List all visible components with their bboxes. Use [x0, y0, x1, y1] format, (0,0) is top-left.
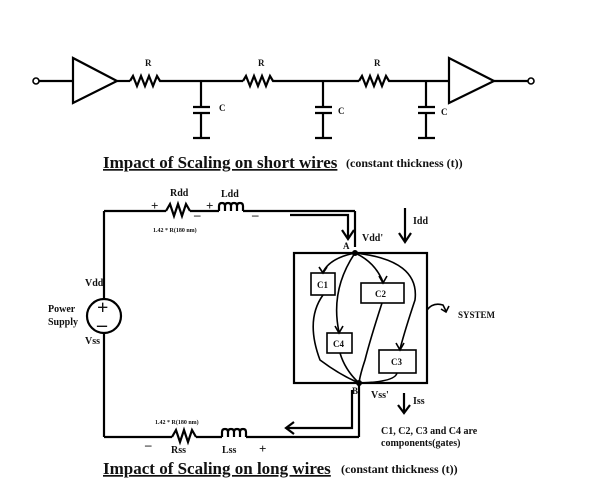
rss-resistor	[171, 426, 197, 446]
ldd-minus: –	[251, 207, 259, 222]
node-a-label: A	[343, 241, 350, 251]
resistor-2-label: R	[258, 58, 265, 68]
iss-label: Iss	[413, 396, 425, 407]
component-c3	[378, 349, 417, 374]
ldd-inductor	[217, 201, 245, 211]
capacitor-3-label: C	[441, 107, 448, 117]
capacitor-1-label: C	[219, 103, 226, 113]
components-note-line-1: C1, C2, C3 and C4 are	[381, 426, 478, 437]
power-supply-minus: –	[96, 314, 108, 336]
system-label: SYSTEM	[458, 310, 496, 320]
resistor-1	[129, 73, 172, 89]
component-c4-label: C4	[333, 339, 344, 349]
input-buffer	[71, 56, 120, 105]
ldd-label: Ldd	[221, 189, 239, 200]
rdd-minus: –	[193, 207, 201, 222]
resistor-3	[358, 73, 449, 89]
output-terminal	[527, 77, 535, 85]
long-wire-circuit: + – Vdd Vss Power Supply Rdd Ldd + – + –…	[48, 188, 496, 456]
component-c1-label: C1	[317, 280, 328, 290]
power-supply-source	[85, 297, 123, 335]
idd-flow-arrow	[290, 213, 350, 238]
component-c3-label: C3	[391, 357, 402, 367]
vdd-prime-label: Vdd'	[362, 233, 383, 244]
rss-value: 1.42 * R(180 nm)	[155, 419, 199, 426]
long-wire-title: Impact of Scaling on long wires	[103, 459, 331, 478]
short-wire-circuit: R C R C R C	[32, 56, 535, 140]
long-wire-subtitle: (constant thickness (t))	[341, 462, 458, 476]
rdd-plus: +	[151, 198, 158, 213]
vss-label: Vss	[85, 336, 100, 347]
lss-label: Lss	[222, 445, 237, 456]
vss-prime-label: Vss'	[371, 390, 389, 401]
resistor-1-label: R	[145, 58, 152, 68]
short-wire-subtitle: (constant thickness (t))	[346, 156, 463, 170]
rss-minus: –	[144, 437, 152, 452]
resistor-3-label: R	[374, 58, 381, 68]
lss-plus: +	[259, 441, 266, 456]
power-supply-plus: +	[97, 297, 108, 319]
node-b-label: B	[352, 386, 358, 396]
component-c2-label: C2	[375, 289, 386, 299]
system-internal-wires	[312, 252, 417, 384]
output-buffer	[447, 56, 497, 105]
resistor-2	[242, 73, 287, 89]
power-supply-label-1: Power	[48, 304, 76, 315]
ldd-plus: +	[206, 198, 213, 213]
rdd-label: Rdd	[170, 188, 189, 199]
rss-label: Rss	[171, 445, 186, 456]
system-pointer-arrow	[426, 303, 447, 312]
lss-inductor	[220, 427, 248, 437]
idd-label: Idd	[413, 216, 428, 227]
short-wire-title: Impact of Scaling on short wires	[103, 153, 338, 172]
rdd-resistor	[165, 200, 191, 220]
power-supply-label-2: Supply	[48, 317, 78, 328]
vdd-label: Vdd	[85, 278, 104, 289]
capacitor-2-label: C	[338, 106, 345, 116]
rdd-value: 1.42 * R(180 nm)	[153, 227, 197, 234]
iss-flow-arrow	[286, 390, 354, 430]
input-terminal	[32, 77, 40, 85]
components-note-line-2: components(gates)	[381, 438, 460, 449]
